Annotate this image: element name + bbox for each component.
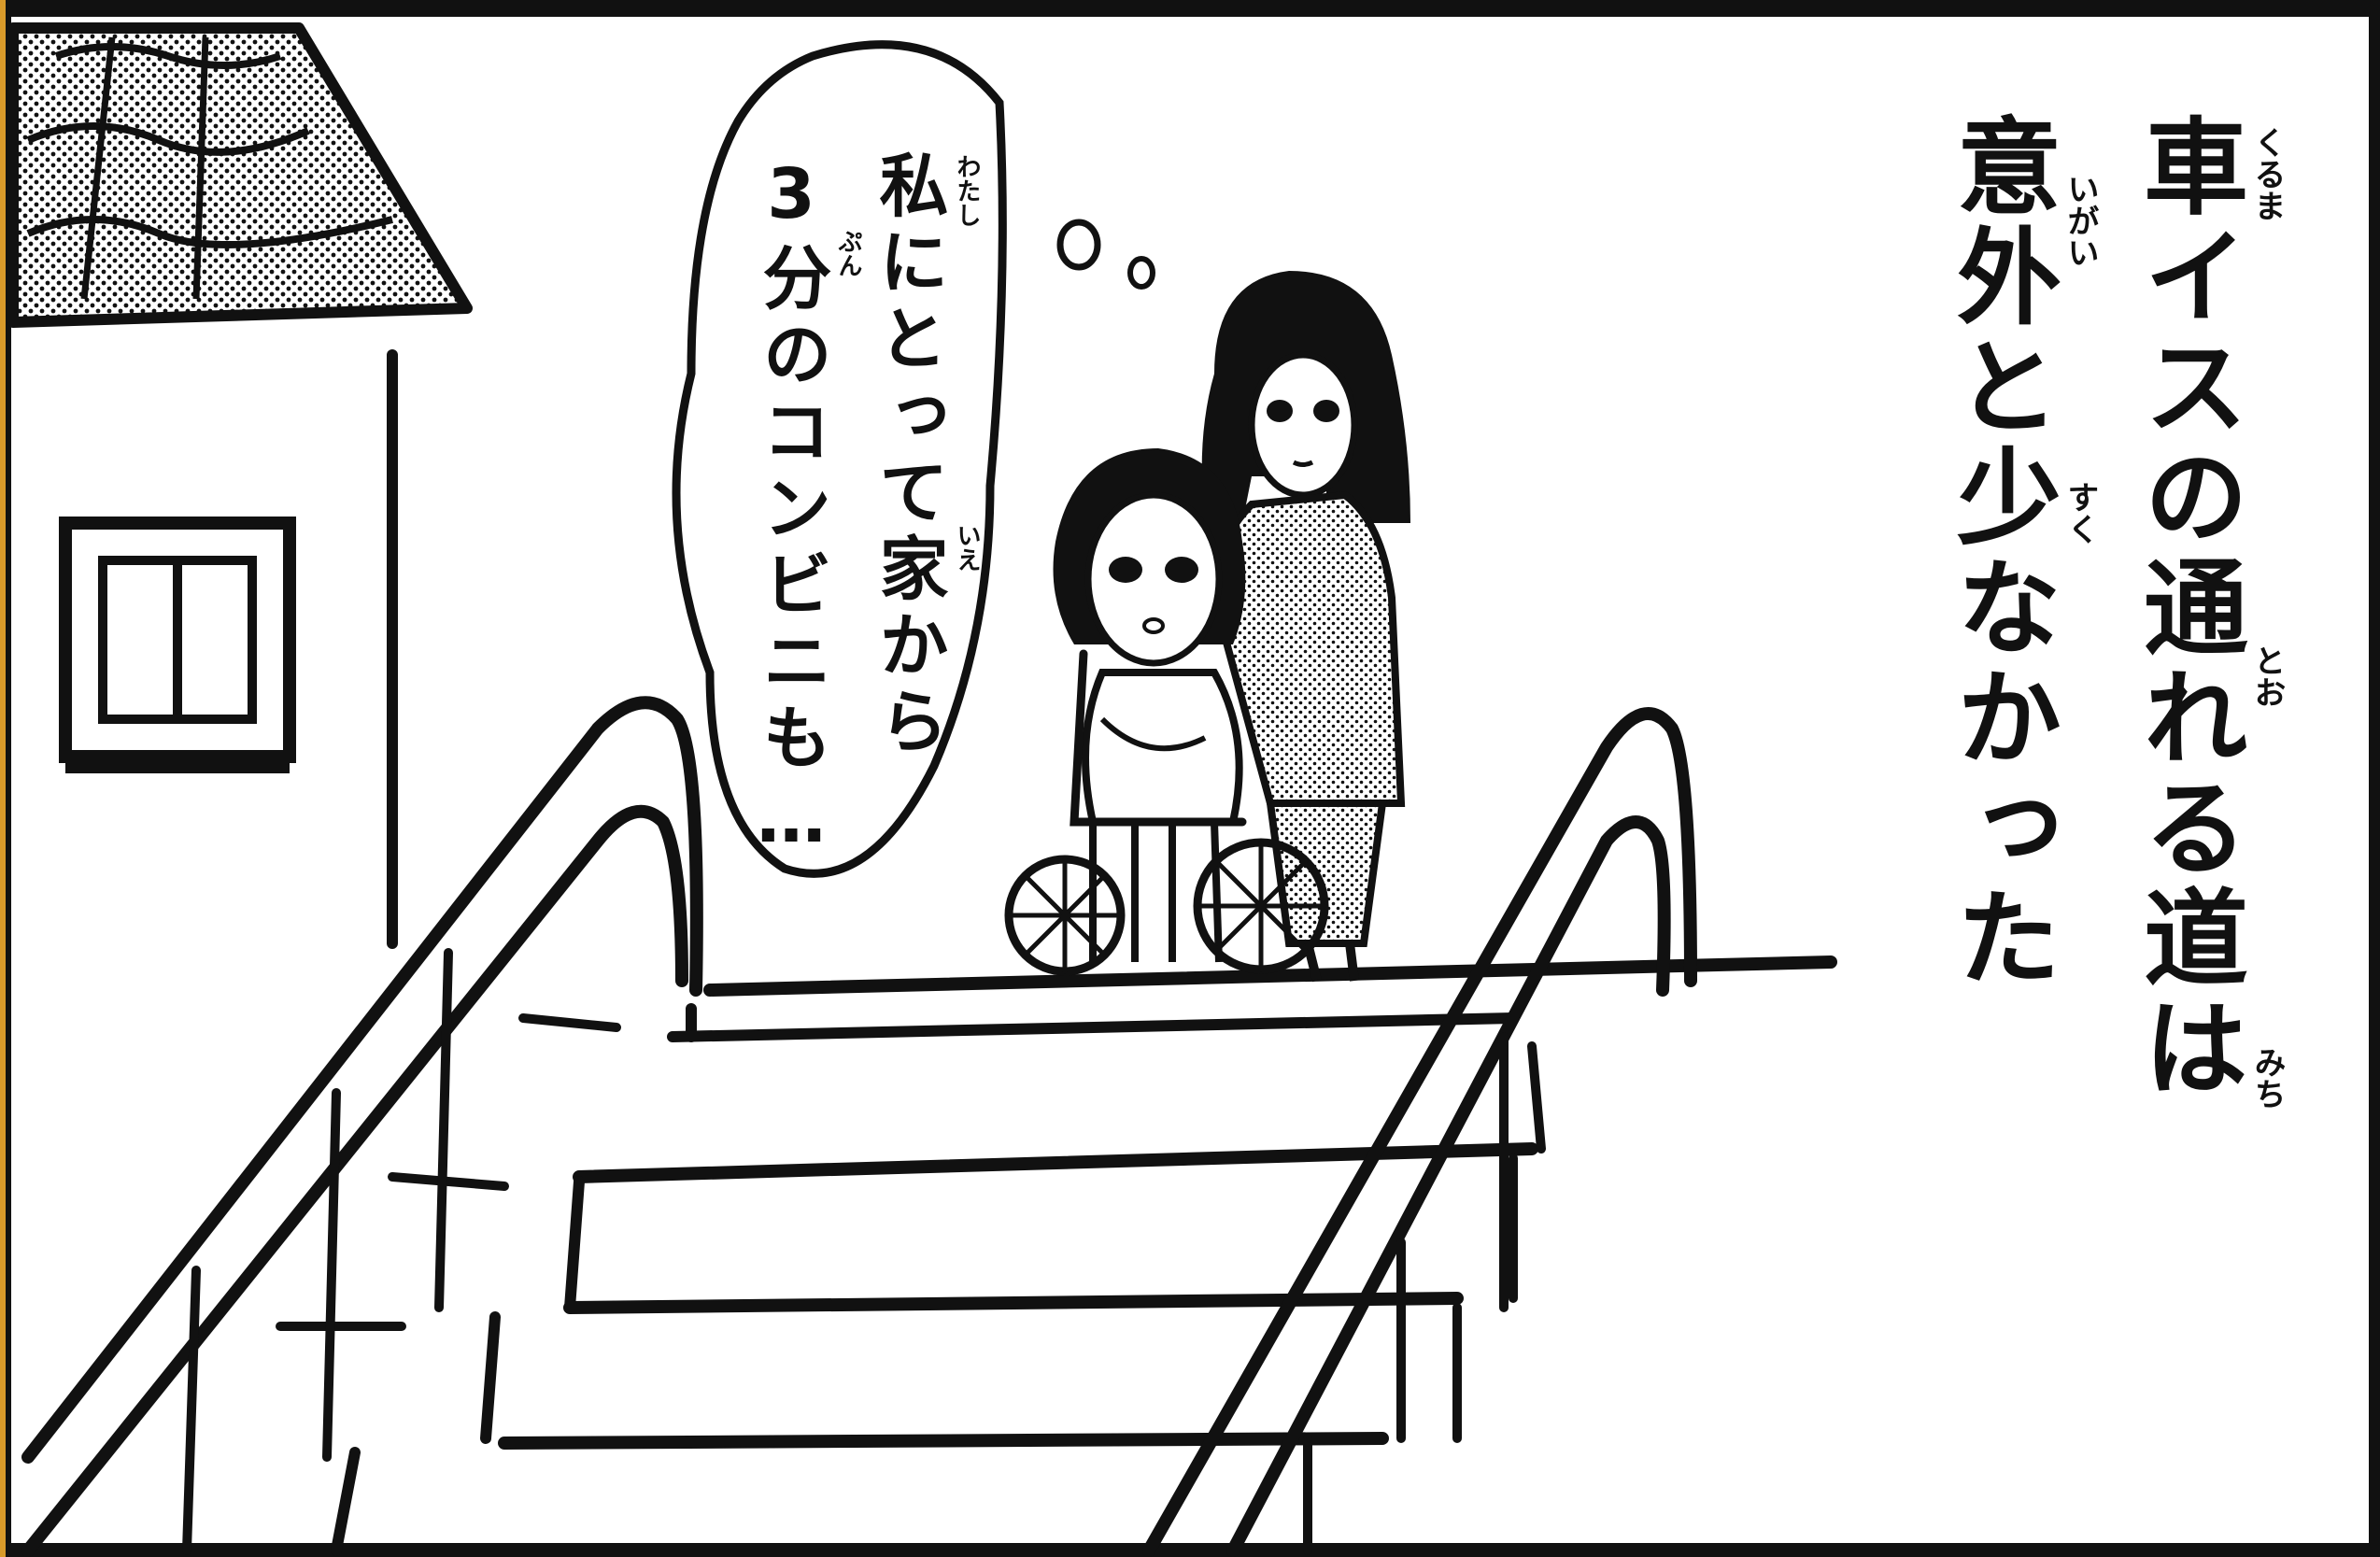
caption-ruby-kuruma: くるま <box>2248 126 2286 221</box>
right-handrail <box>1142 707 1697 1557</box>
bubble-ruby-pun: ぷん <box>834 229 862 277</box>
wheelchair-user-figure <box>1053 448 1246 963</box>
panel-border-bottom <box>0 1543 2380 1557</box>
bubble-ruby-ie: いえ <box>953 523 981 572</box>
panel-border-top <box>0 0 2380 17</box>
panel-border-left-accent <box>0 0 6 1557</box>
caption-ruby-igai: いがい <box>2061 173 2099 268</box>
thought-bubble-line-2: 3分のコンビニも… <box>751 154 831 866</box>
thought-bubble-shape <box>672 40 1155 878</box>
panel-border-right <box>2369 0 2380 1557</box>
wheelchair-icon <box>1004 649 1329 976</box>
stairs-illustration <box>276 955 1837 1556</box>
house-illustration <box>7 22 473 949</box>
caption-ruby-suku: すく <box>2061 481 2099 545</box>
caregiver-figure <box>1201 271 1410 983</box>
caption-line-2: 意外と少なかった <box>1939 112 2061 994</box>
caption-ruby-michi: みち <box>2248 1046 2286 1110</box>
caption-line-1: 車イスの通れる道は <box>2126 112 2247 1104</box>
thought-bubble-line-1: 私にとって家から <box>868 149 948 762</box>
caption-ruby-too: とお <box>2248 644 2286 708</box>
bubble-ruby-watashi: わたし <box>953 154 981 227</box>
left-handrail <box>21 696 703 1557</box>
